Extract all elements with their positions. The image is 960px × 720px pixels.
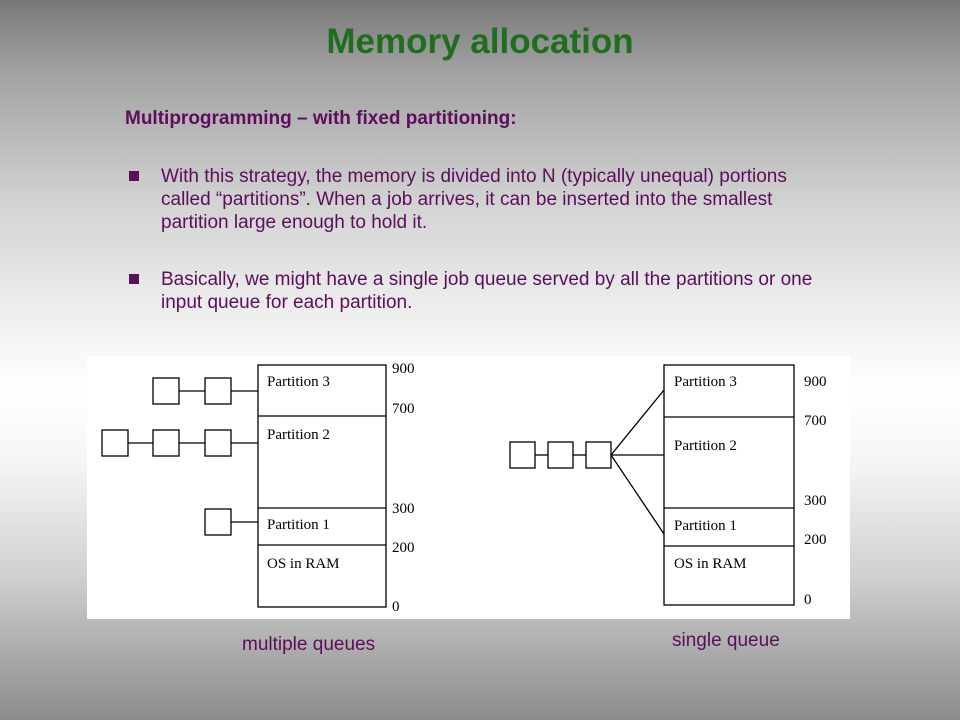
job-box <box>204 377 232 405</box>
partition-label: OS in RAM <box>674 556 747 572</box>
slide-subtitle: Multiprogramming – with fixed partitioni… <box>125 108 517 129</box>
address-label: 300 <box>804 493 827 509</box>
partition-label: Partition 1 <box>267 517 330 533</box>
square-bullet-icon <box>129 171 139 181</box>
job-box <box>152 429 180 457</box>
job-box <box>101 429 129 457</box>
job-box <box>585 441 612 469</box>
memory-outline <box>663 364 795 606</box>
partition-label: Partition 2 <box>267 427 330 443</box>
partition-label: Partition 3 <box>267 374 330 390</box>
address-label: 300 <box>392 501 415 517</box>
square-bullet-icon <box>129 274 139 284</box>
bullet-text: Basically, we might have a single job qu… <box>161 269 813 313</box>
multiple-queues-caption: multiple queues <box>242 634 376 655</box>
address-label: 0 <box>804 592 812 608</box>
job-queue-partition-1 <box>204 508 258 536</box>
bullet-item: Basically, we might have a single job qu… <box>126 268 826 314</box>
job-box <box>204 429 232 457</box>
job-queue-partition-2 <box>101 429 258 457</box>
partition-diagram: Partition 3 Partition 2 Partition 1 OS i… <box>87 356 850 619</box>
job-queue-partition-3 <box>152 377 258 405</box>
partition-label: Partition 1 <box>674 518 737 534</box>
job-box <box>509 441 536 469</box>
partition-diagram-svg: Partition 3 Partition 2 Partition 1 OS i… <box>101 361 827 615</box>
address-label: 200 <box>804 532 827 548</box>
address-label: 200 <box>392 540 415 556</box>
fan-out-line <box>610 454 665 535</box>
slide-title: Memory allocation <box>326 22 634 61</box>
address-label: 900 <box>804 374 827 390</box>
single-job-queue <box>509 389 665 535</box>
partition-label: Partition 3 <box>674 374 737 390</box>
job-box <box>547 441 574 469</box>
address-label: 700 <box>804 413 827 429</box>
single-queue-memory-block <box>663 364 795 606</box>
partition-label: Partition 2 <box>674 438 737 454</box>
job-box <box>204 508 232 536</box>
fan-out-line <box>610 389 665 456</box>
bullet-item: With this strategy, the memory is divide… <box>126 165 826 234</box>
partition-label: OS in RAM <box>267 556 340 572</box>
bullet-text: With this strategy, the memory is divide… <box>161 166 787 233</box>
single-queue-caption: single queue <box>672 630 780 651</box>
address-label: 0 <box>392 599 400 615</box>
job-box <box>152 377 180 405</box>
address-label: 700 <box>392 401 415 417</box>
address-label: 900 <box>392 361 415 377</box>
multiple-queues-memory-block <box>257 364 387 608</box>
memory-outline <box>257 364 387 608</box>
